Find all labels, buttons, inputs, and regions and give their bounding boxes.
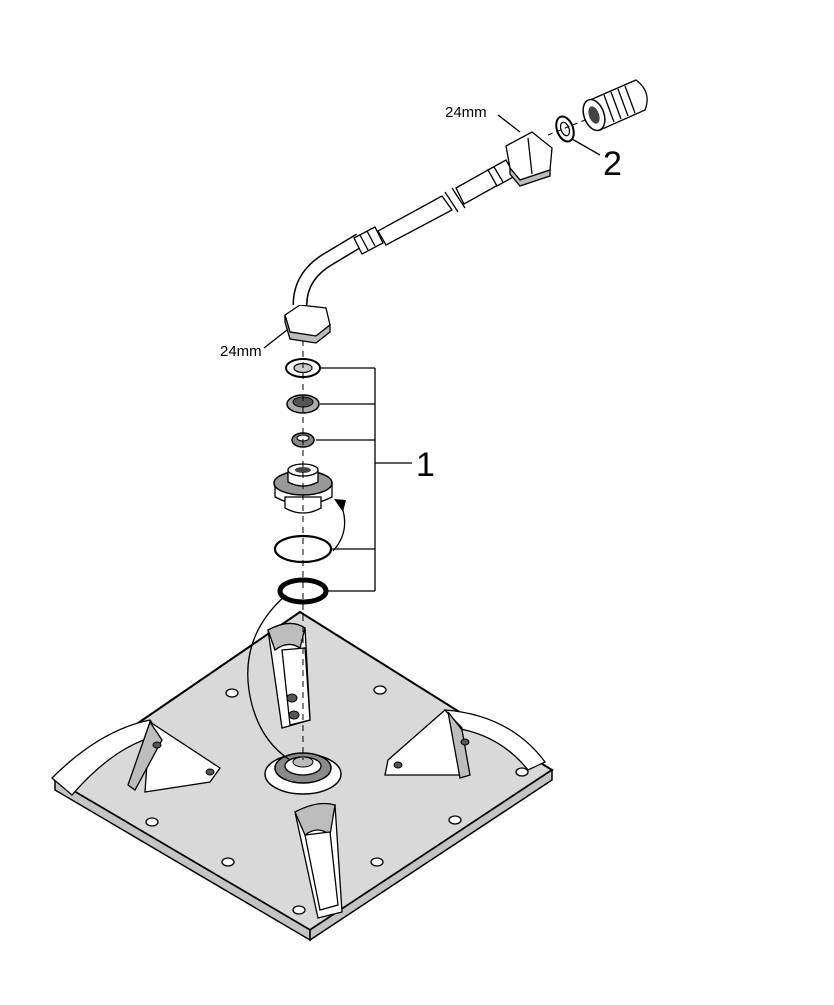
- bracket-left: [51, 719, 221, 796]
- bracket-front: [294, 802, 343, 919]
- wrench-size-leader-bottom: [263, 329, 288, 349]
- fitting-axis: [547, 117, 591, 136]
- arrow-head: [334, 499, 346, 512]
- center-outlet: [264, 752, 342, 795]
- callout-2-label: 2: [603, 145, 622, 183]
- callout-1-leaders: [316, 367, 412, 592]
- wrench-size-label-top: 24mm: [445, 104, 487, 121]
- callout-1-label: 1: [416, 446, 435, 484]
- threaded-adapter-2: [582, 79, 648, 132]
- wrench-size-leader-top: [497, 114, 521, 133]
- callout-2-leader: [571, 138, 601, 156]
- wrench-size-label-bottom: 24mm: [220, 343, 262, 360]
- bracket-right: [384, 709, 546, 779]
- base-plate: [53, 610, 554, 942]
- seal-ring-2: [555, 115, 575, 143]
- assembly-arrow-lower: [247, 594, 291, 761]
- flexible-hose: [284, 131, 553, 344]
